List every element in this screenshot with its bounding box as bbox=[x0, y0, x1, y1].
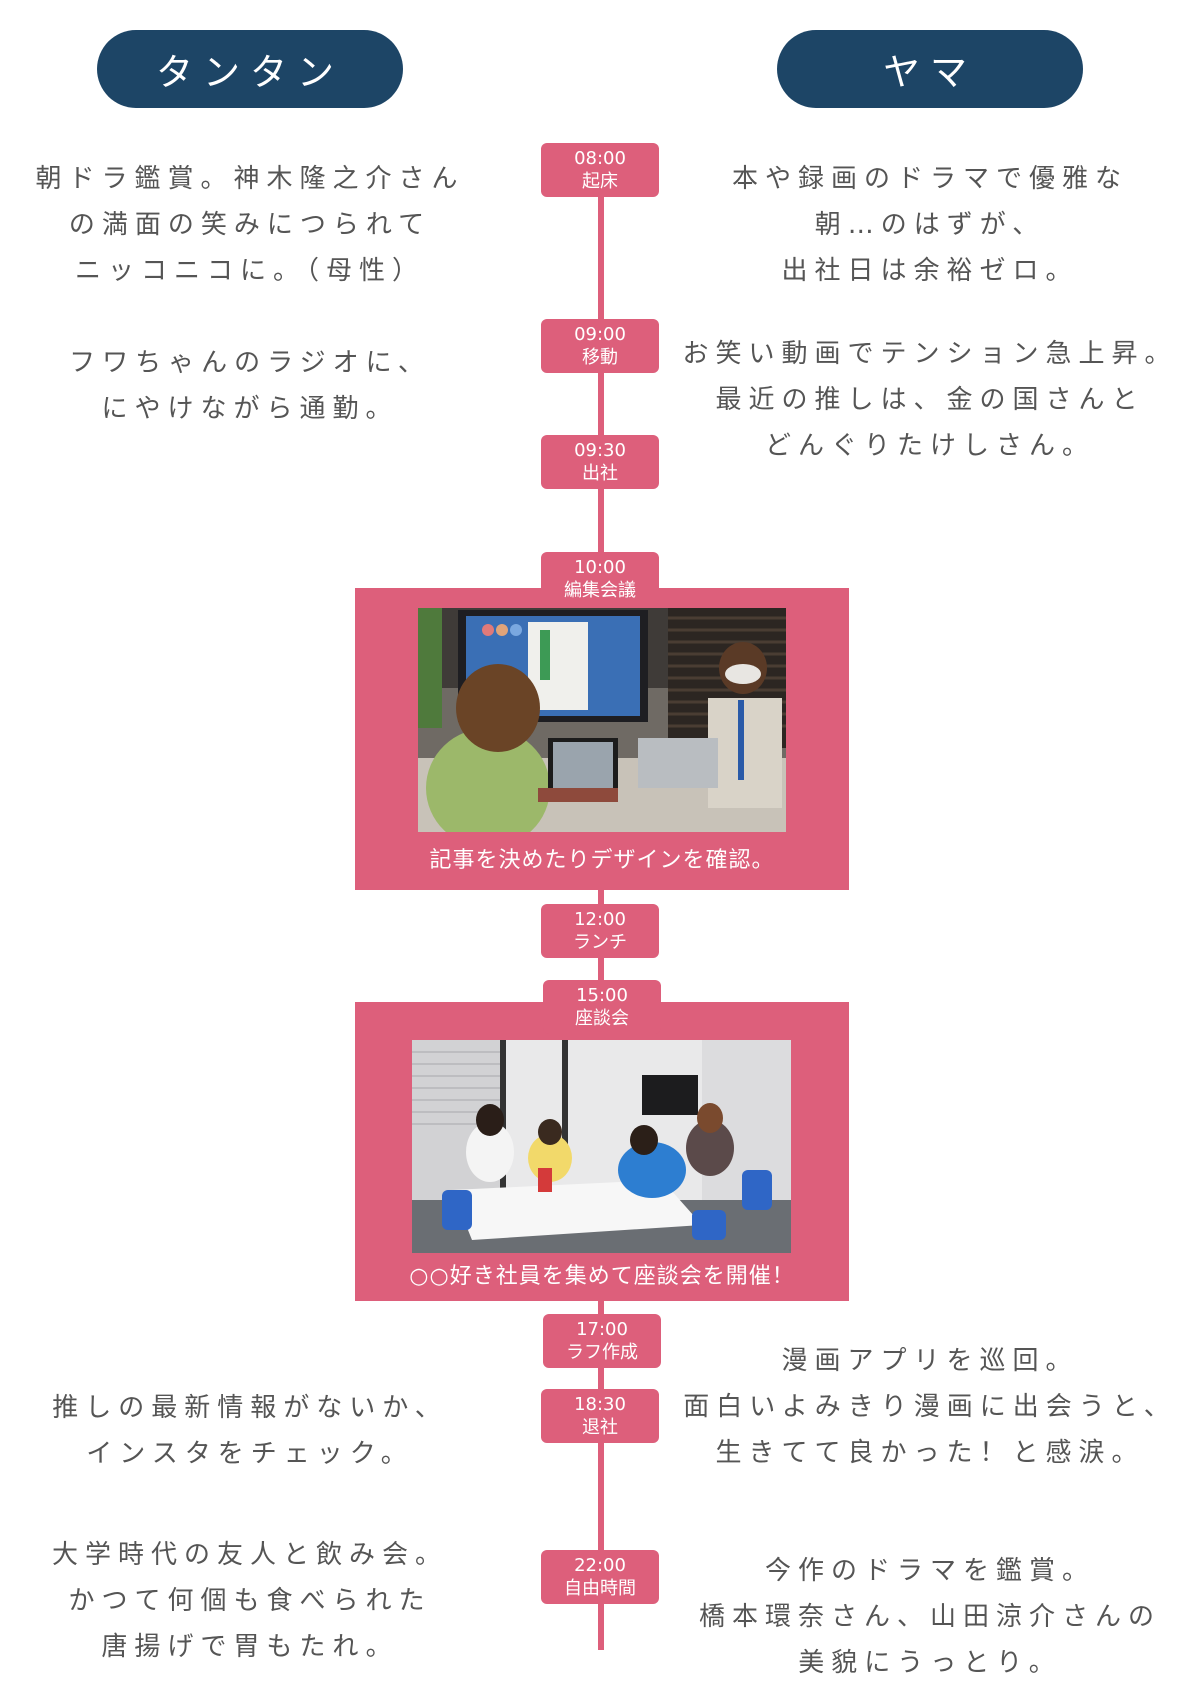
note-line: お笑い動画でテンション急上昇。 bbox=[682, 339, 1178, 369]
tantan-note-commute: フワちゃんのラジオに、 にやけながら通勤。 bbox=[10, 340, 490, 432]
time-value: 17:00 bbox=[576, 1319, 628, 1340]
note-line: 本や録画のドラマで優雅な bbox=[731, 164, 1128, 194]
time-activity: 座談会 bbox=[575, 1008, 629, 1029]
time-marker-commute: 09:00 移動 bbox=[541, 319, 659, 373]
note-line: インスタをチェック。 bbox=[86, 1439, 414, 1469]
time-activity: 移動 bbox=[582, 347, 618, 368]
time-value: 22:00 bbox=[574, 1555, 626, 1576]
tantan-note-evening: 推しの最新情報がないか、 インスタをチェック。 bbox=[10, 1385, 490, 1477]
time-value: 09:30 bbox=[574, 440, 626, 461]
time-marker-editorial-meeting: 10:00 編集会議 bbox=[541, 552, 659, 606]
note-line: 出社日は余裕ゼロ。 bbox=[781, 256, 1079, 286]
photo-roundtable bbox=[412, 1040, 791, 1253]
photo-caption: 記事を決めたりデザインを確認。 bbox=[429, 848, 775, 873]
tantan-note-night: 大学時代の友人と飲み会。 かつて何個も食べられた 唐揚げで胃もたれ。 bbox=[10, 1532, 490, 1670]
yama-note-evening: 漫画アプリを巡回。 面白いよみきり漫画に出会うと、 生きてて良かった！と感涙。 bbox=[675, 1338, 1185, 1476]
note-line: 漫画アプリを巡回。 bbox=[781, 1346, 1079, 1376]
time-activity: 退社 bbox=[582, 1417, 618, 1438]
time-marker-roundtable: 15:00 座談会 bbox=[543, 980, 661, 1034]
photo-card-roundtable: ○○好き社員を集めて座談会を開催！ bbox=[355, 1002, 849, 1301]
photo-caption: ○○好き社員を集めて座談会を開催！ bbox=[409, 1264, 795, 1289]
note-line: かつて何個も食べられた bbox=[68, 1586, 432, 1616]
name-pill-tantan: タンタン bbox=[97, 30, 403, 108]
yama-note-commute: お笑い動画でテンション急上昇。 最近の推しは、金の国さんと どんぐりたけしさん。 bbox=[675, 331, 1185, 469]
time-marker-leave: 18:30 退社 bbox=[541, 1389, 659, 1443]
tantan-note-morning: 朝ドラ鑑賞。神木隆之介さん の満面の笑みにつられて ニッコニコに。（母性） bbox=[10, 156, 490, 294]
time-activity: 自由時間 bbox=[564, 1578, 636, 1599]
time-value: 12:00 bbox=[574, 909, 626, 930]
note-line: 唐揚げで胃もたれ。 bbox=[101, 1632, 399, 1662]
note-line: 美貌にうっとり。 bbox=[798, 1648, 1062, 1678]
note-line: 朝ドラ鑑賞。神木隆之介さん bbox=[35, 164, 465, 194]
note-line: どんぐりたけしさん。 bbox=[764, 431, 1095, 461]
timeline-line bbox=[598, 150, 604, 1650]
name-label-tantan: タンタン bbox=[156, 51, 344, 94]
time-marker-wakeup: 08:00 起床 bbox=[541, 143, 659, 197]
time-marker-free-time: 22:00 自由時間 bbox=[541, 1550, 659, 1604]
name-label-yama: ヤマ bbox=[883, 51, 977, 94]
note-line: 面白いよみきり漫画に出会うと、 bbox=[683, 1392, 1177, 1422]
time-value: 15:00 bbox=[576, 985, 628, 1006]
note-line: 生きてて良かった！と感涙。 bbox=[715, 1438, 1145, 1468]
time-activity: 出社 bbox=[582, 463, 618, 484]
time-activity: 起床 bbox=[582, 171, 618, 192]
note-line: にやけながら通勤。 bbox=[101, 394, 399, 424]
time-activity: ランチ bbox=[573, 932, 627, 953]
time-marker-arrive: 09:30 出社 bbox=[541, 435, 659, 489]
photo-card-meeting: 記事を決めたりデザインを確認。 bbox=[355, 588, 849, 890]
yama-note-morning: 本や録画のドラマで優雅な 朝…のはずが、 出社日は余裕ゼロ。 bbox=[675, 156, 1185, 294]
time-marker-rough-draft: 17:00 ラフ作成 bbox=[543, 1314, 661, 1368]
time-marker-lunch: 12:00 ランチ bbox=[541, 904, 659, 958]
note-line: の満面の笑みにつられて bbox=[68, 210, 432, 240]
time-value: 18:30 bbox=[574, 1394, 626, 1415]
note-line: 大学時代の友人と飲み会。 bbox=[51, 1540, 448, 1570]
time-value: 09:00 bbox=[574, 324, 626, 345]
photo-editorial-meeting bbox=[418, 608, 786, 832]
time-value: 10:00 bbox=[574, 557, 626, 578]
note-line: 橋本環奈さん、山田涼介さんの bbox=[698, 1602, 1161, 1632]
time-activity: 編集会議 bbox=[564, 580, 636, 601]
name-pill-yama: ヤマ bbox=[777, 30, 1083, 108]
note-line: 今作のドラマを鑑賞。 bbox=[764, 1556, 1095, 1586]
time-activity: ラフ作成 bbox=[566, 1342, 638, 1363]
note-line: 推しの最新情報がないか、 bbox=[52, 1393, 448, 1423]
note-line: 最近の推しは、金の国さんと bbox=[715, 385, 1145, 415]
note-line: ニッコニコに。（母性） bbox=[74, 256, 425, 286]
note-line: フワちゃんのラジオに、 bbox=[69, 348, 431, 378]
yama-note-night: 今作のドラマを鑑賞。 橋本環奈さん、山田涼介さんの 美貌にうっとり。 bbox=[675, 1548, 1185, 1686]
note-line: 朝…のはずが、 bbox=[814, 210, 1046, 240]
time-value: 08:00 bbox=[574, 148, 626, 169]
